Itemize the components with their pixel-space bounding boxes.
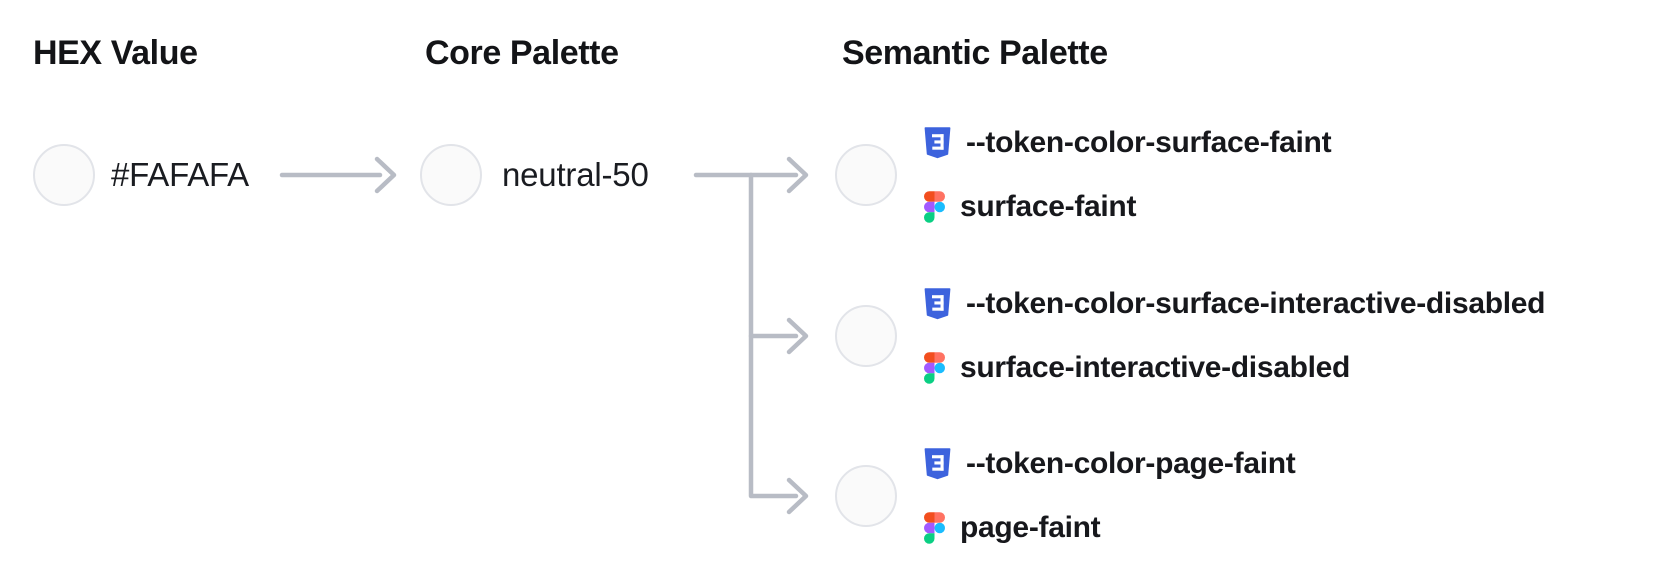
tree-main-head — [786, 156, 809, 194]
tree-vertical-line — [748, 172, 799, 499]
semantic-token-row: --token-color-page-faint page-faint — [835, 440, 1296, 552]
semantic-palette-heading: Semantic Palette — [842, 34, 1108, 72]
hex-value-heading: HEX Value — [33, 34, 198, 72]
figma-logo-icon — [924, 512, 945, 544]
figma-logo-icon — [924, 352, 945, 384]
css3-shield-icon — [924, 448, 951, 480]
core-palette-heading: Core Palette — [425, 34, 619, 72]
core-color-swatch — [420, 144, 482, 206]
hex-color-swatch — [33, 144, 95, 206]
css-token-name: --token-color-page-faint — [966, 447, 1296, 480]
core-palette-label: neutral-50 — [502, 156, 649, 193]
figma-token-name: surface-faint — [960, 190, 1137, 223]
css-token-name: --token-color-surface-faint — [966, 126, 1332, 159]
tree-branch3-head — [786, 477, 809, 515]
semantic-color-swatch — [835, 465, 897, 527]
hex-value-node: #FAFAFA — [33, 144, 249, 206]
semantic-token-row: --token-color-surface-interactive-disabl… — [835, 280, 1546, 392]
figma-token-name: surface-interactive-disabled — [960, 351, 1351, 384]
semantic-color-swatch — [835, 144, 897, 206]
css-token-name: --token-color-surface-interactive-disabl… — [966, 287, 1546, 320]
figma-token-name: page-faint — [960, 511, 1101, 544]
semantic-color-swatch — [835, 305, 897, 367]
arrow-hex-to-core-head — [374, 156, 397, 194]
core-palette-node: neutral-50 — [420, 144, 649, 206]
semantic-token-row: --token-color-surface-faint surface-fain… — [835, 119, 1332, 231]
hex-value-label: #FAFAFA — [111, 156, 249, 193]
tree-branch2-head — [786, 317, 809, 355]
css3-shield-icon — [924, 127, 951, 159]
css3-shield-icon — [924, 288, 951, 320]
figma-logo-icon — [924, 191, 945, 223]
